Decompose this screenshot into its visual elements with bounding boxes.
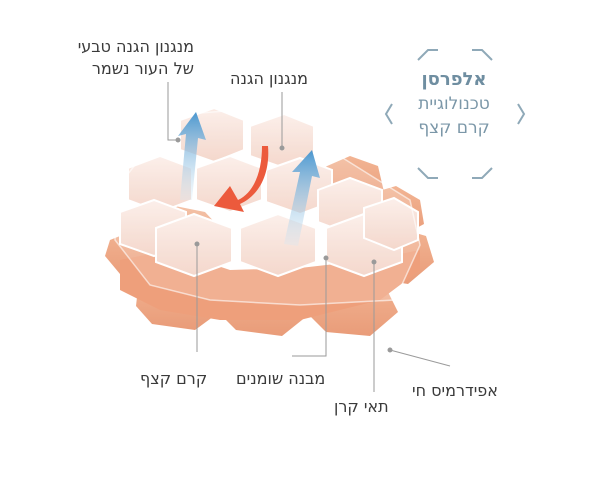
leader-lines bbox=[167, 82, 451, 392]
label-octagon-structure: מבנה שומנים bbox=[236, 369, 326, 388]
brand-line2: טכנולוגיית bbox=[418, 94, 490, 114]
blue-arrow-left bbox=[178, 112, 206, 200]
label-horn-cells: תאי קרן bbox=[334, 397, 389, 416]
label-natural-protection: מנגנון הגנה טבעי של העור נשמר bbox=[54, 36, 194, 80]
label-protection-mechanism: מנגנון הגנה bbox=[230, 69, 308, 88]
brand-line3: קרם קצף bbox=[418, 118, 490, 138]
label-stratum-corneum: קרם קצף bbox=[140, 369, 208, 388]
label-natural-protection-line2: של העור נשמר bbox=[91, 59, 194, 78]
brand-block: אלפרסן טכנולוגיית קרם קצף bbox=[404, 68, 504, 140]
label-living-epidermis: אפידרמיס חי bbox=[412, 381, 498, 400]
red-curved-arrow bbox=[214, 146, 269, 212]
brand-frame bbox=[384, 49, 526, 179]
label-natural-protection-line1: מנגנון הגנה טבעי bbox=[77, 37, 194, 56]
blue-arrow-right bbox=[284, 150, 320, 246]
brand-name: אלפרסן bbox=[421, 69, 487, 90]
